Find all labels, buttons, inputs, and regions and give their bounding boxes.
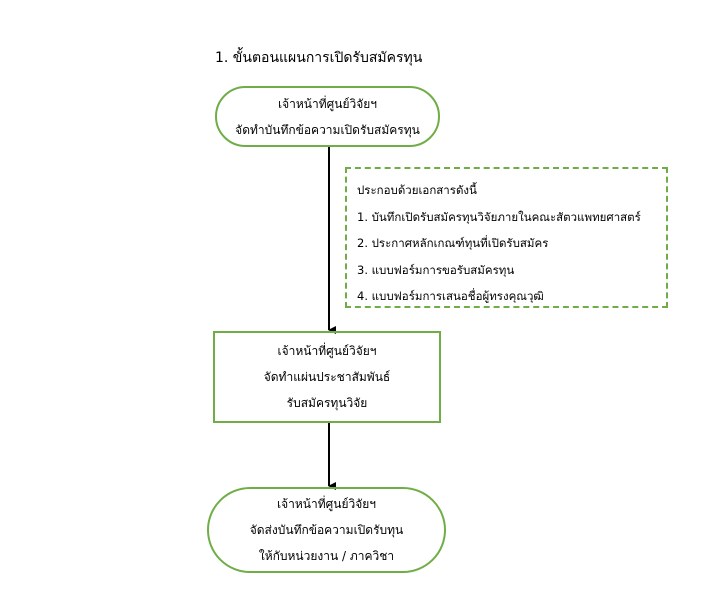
step-1-terminal: เจ้าหน้าที่ศูนย์วิจัยฯ จัดทำบันทึกข้อควา…: [215, 86, 440, 147]
step-line: ให้กับหน่วยงาน / ภาควิชา: [258, 549, 395, 563]
step-2-process: เจ้าหน้าที่ศูนย์วิจัยฯ จัดทำแผ่นประชาสัม…: [213, 331, 441, 423]
note-item: 4. แบบฟอร์มการเสนอชื่อผู้ทรงคุณวุฒิ: [357, 289, 544, 303]
step-line: เจ้าหน้าที่ศูนย์วิจัยฯ: [276, 497, 377, 511]
note-item: 3. แบบฟอร์มการขอรับสมัครทุน: [357, 262, 515, 277]
page-title: 1. ขั้นตอนแผนการเปิดรับสมัครทุน: [215, 50, 423, 66]
step-line: จัดทำบันทึกข้อความเปิดรับสมัครทุน: [235, 122, 420, 137]
note-heading: ประกอบด้วยเอกสารดังนี้: [357, 183, 477, 197]
documents-note: ประกอบด้วยเอกสารดังนี้ 1. บันทึกเปิดรับส…: [345, 167, 668, 308]
step-line: รับสมัครทุนวิจัย: [286, 396, 368, 410]
note-item: 1. บันทึกเปิดรับสมัครทุนวิจัยภายในคณะสัต…: [357, 209, 641, 224]
step-line: เจ้าหน้าที่ศูนย์วิจัยฯ: [277, 344, 377, 358]
note-item: 2. ประกาศหลักเกณฑ์ทุนที่เปิดรับสมัคร: [357, 236, 549, 250]
step-3-terminal: เจ้าหน้าที่ศูนย์วิจัยฯ จัดส่งบันทึกข้อคว…: [207, 487, 446, 573]
step-line: จัดทำแผ่นประชาสัมพันธ์: [263, 370, 391, 384]
step-line: เจ้าหน้าที่ศูนย์วิจัยฯ: [277, 96, 378, 111]
step-line: จัดส่งบันทึกข้อความเปิดรับทุน: [249, 523, 404, 537]
